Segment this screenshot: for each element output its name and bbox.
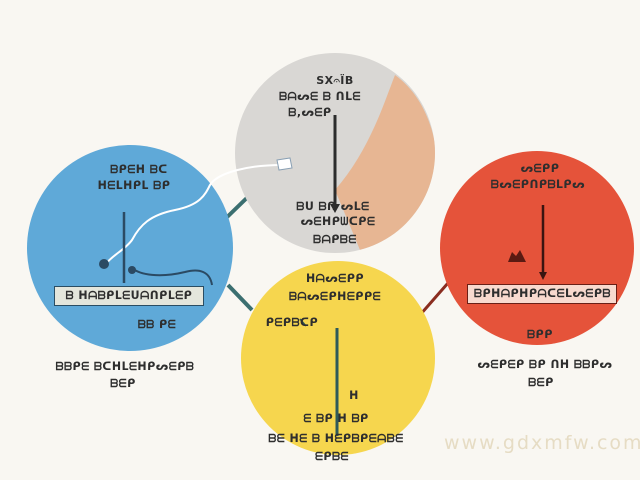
top-node-title-2: ᗷᗩᔕᗴ ᗷ ᑎᒪᗴ bbox=[279, 90, 361, 103]
top-node-sub-2: ᔕᗴᕼᑭᗯᑕᑭᗴ bbox=[300, 215, 376, 228]
connector-plug-icon bbox=[276, 157, 293, 171]
left-node-outside-1: ᗷᗷᑭᗴ ᗷᑕᕼᒪᗴᕼᑭᔕᗴᑭᗷ bbox=[55, 360, 195, 373]
right-node-title-1: ᔕᗴᑭᑭ bbox=[520, 162, 560, 175]
left-node-inner-label: ᗷᗷ ᑭᗴ bbox=[137, 318, 177, 331]
top-node bbox=[235, 53, 435, 253]
top-node-sub-1: ᗷᑌ ᗷᑎ ᔕᒪᗴ bbox=[296, 200, 370, 213]
left-node-boxed-label: ᗷ ᕼᗩᗷᑭᒪᗴᑌᗩᑎᑭᒪᗴᑭ bbox=[54, 286, 204, 306]
right-node-boxed-label: ᗷᑭᕼᗩᑭᕼᑭᗩᑕᗴᒪᔕᗴᑭᗷ bbox=[467, 284, 617, 304]
bottom-node-outside-1: ᗷᗴ ᕼᗴ ᗷ ᕼᗴᑭᗷᑭᗴᗩᗷᗴ bbox=[268, 432, 404, 445]
left-node-cable-lower bbox=[131, 267, 213, 286]
top-node-title-3: ᗷ,ᔕᗴᑭ bbox=[288, 106, 332, 119]
right-node-arrowhead bbox=[539, 272, 547, 280]
bottom-node-title-2: ᗷᗩᔕᗴᑭᕼᗴᑭᑭᗴ bbox=[288, 290, 382, 303]
top-node-title-1: ЅХ𝄐ЇВ bbox=[316, 74, 354, 87]
bottom-node bbox=[241, 261, 435, 455]
socket-icon bbox=[128, 266, 136, 274]
right-node-outside-1: ᔕᗴᑭᗴᑭ ᗷᑭ ᑎᕼ ᗷᗷᑭᔕ bbox=[477, 358, 613, 371]
connector-bottom-right bbox=[418, 282, 450, 316]
plug-icon bbox=[99, 259, 109, 269]
watermark: www.gdxmfw.com bbox=[444, 432, 640, 454]
top-node-arrowhead bbox=[330, 204, 340, 213]
left-node-outside-2: ᗷᗴᑭ bbox=[110, 377, 136, 390]
bottom-node-outside-2: ᗴᑭᗷᗴ bbox=[314, 450, 349, 463]
connector-left-bottom bbox=[226, 283, 254, 312]
right-node-inner-label: ᗷᑭᑭ bbox=[527, 328, 553, 341]
bottom-node-inner-left: ᑭᗴᑭᗷᑕᑭ bbox=[265, 316, 319, 329]
bottom-node-inner-row: ᗴ ᗷᑭ ᕼ ᗷᑭ bbox=[303, 412, 369, 425]
right-node-title-2: ᗷᔕᗴᑭᑎᑭᗷᒪᑭᔕ bbox=[490, 178, 586, 191]
bottom-node-title-1: ᕼᗩᔕᗴᑭᑭ bbox=[305, 272, 365, 285]
left-node-title-2: ᕼᗴᒪᕼᑭᒪ ᗷᑭ bbox=[97, 179, 171, 192]
bottom-node-inner-right: ᕼ bbox=[349, 389, 359, 402]
top-node-wedge bbox=[335, 75, 435, 250]
right-node-outside-2: ᗷᗴᑭ bbox=[528, 376, 554, 389]
bottom-node-tick bbox=[299, 318, 307, 327]
hand-icon bbox=[508, 250, 526, 262]
left-node-title-1: ᗷᑭᗴᕼ ᗷᑕ bbox=[110, 163, 168, 176]
top-node-sub-3: ᗷᗩᑭᗷᗴ bbox=[313, 233, 357, 246]
